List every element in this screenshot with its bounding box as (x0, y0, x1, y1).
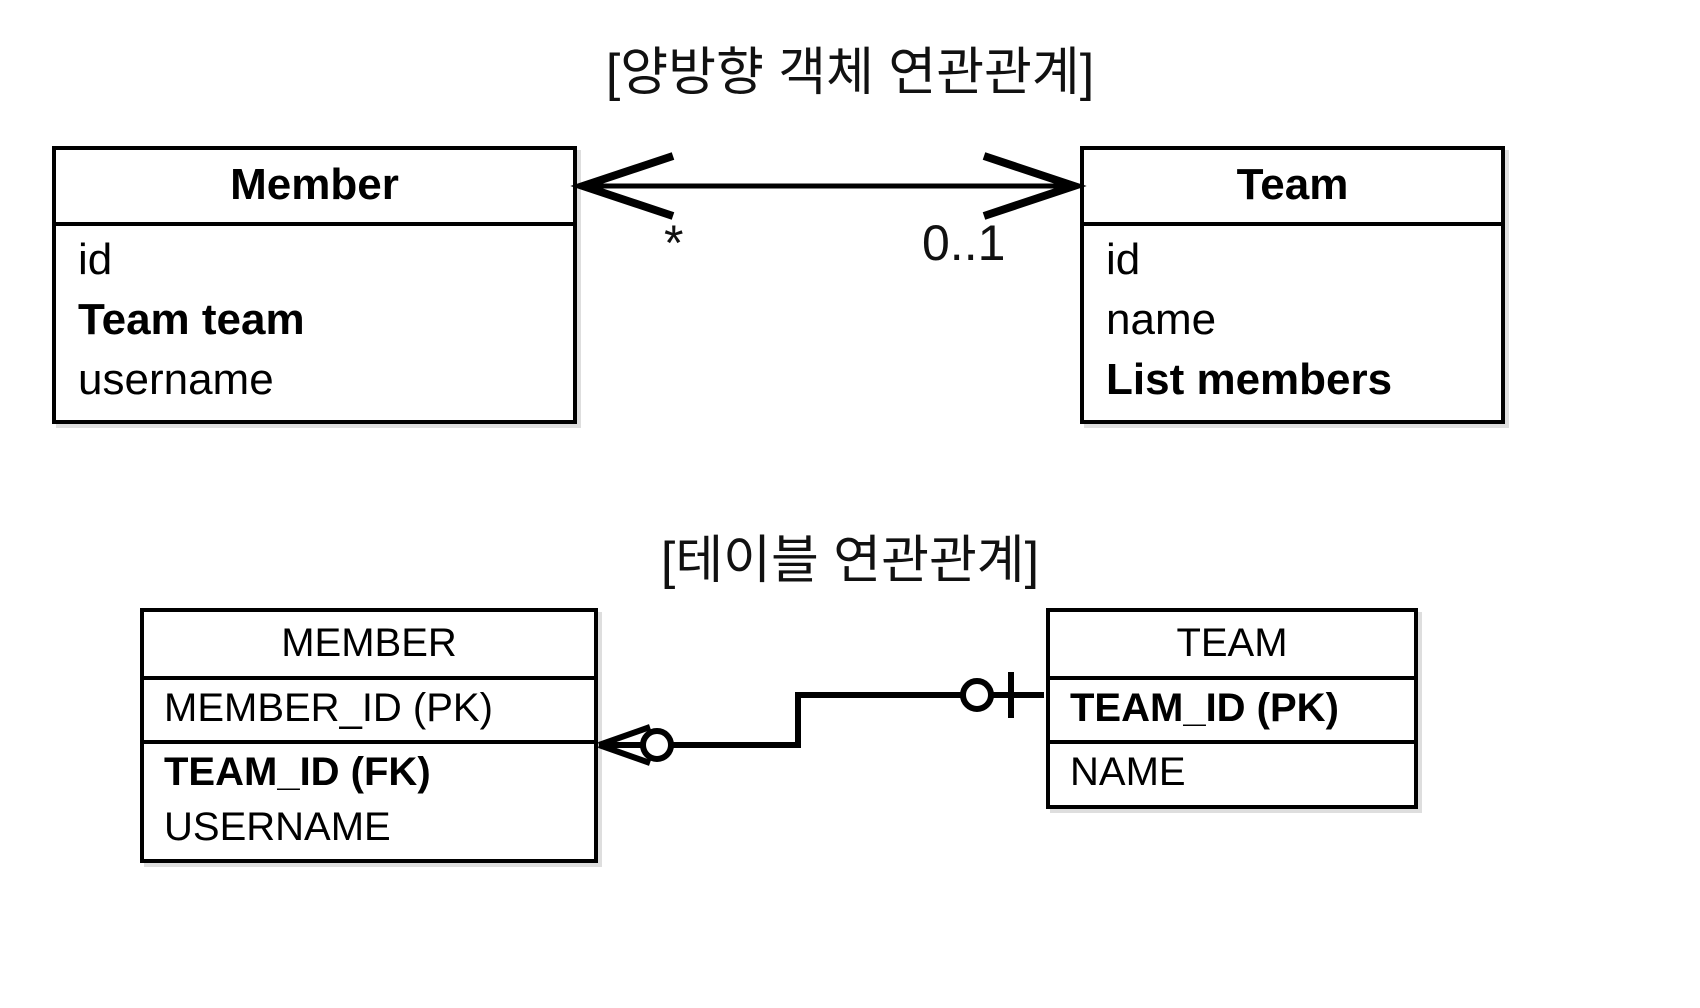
uml-attribute: Team team (78, 294, 305, 344)
multiplicity-team-side: 0..1 (922, 215, 1006, 271)
uml-attribute: id (78, 235, 113, 285)
uml-class-team-attributes: id name List members (1084, 226, 1501, 419)
table-relationship-title: [테이블 연관관계] (660, 532, 1040, 590)
crows-foot-optional-circle-team (960, 678, 994, 712)
multiplicity-member-side: * (664, 215, 684, 271)
er-table-member: MEMBER MEMBER_ID (PK) TEAM_ID (FK) USERN… (140, 608, 598, 864)
er-table-team-column-group: NAME (1050, 744, 1414, 804)
er-column: TEAM_ID (PK) (1070, 686, 1339, 730)
er-table-member-pk-group: MEMBER_ID (PK) (144, 680, 594, 745)
uml-class-team: Team id name List members (1080, 146, 1505, 424)
er-column: NAME (1070, 750, 1186, 795)
uml-class-member-name: Member (56, 150, 573, 227)
object-association-title: [양방향 객체 연관관계] (605, 44, 1095, 102)
er-column: MEMBER_ID (PK) (164, 686, 493, 730)
uml-attribute: List members (1106, 354, 1393, 404)
uml-attribute: name (1106, 294, 1217, 344)
uml-class-member-attributes: id Team team username (56, 226, 573, 419)
er-table-team-pk-group: TEAM_ID (PK) (1050, 680, 1414, 745)
er-table-team: TEAM TEAM_ID (PK) NAME (1046, 608, 1418, 809)
uml-attribute: username (78, 354, 274, 404)
er-table-member-name: MEMBER (144, 612, 594, 680)
uml-class-member: Member id Team team username (52, 146, 577, 424)
uml-class-team-name: Team (1084, 150, 1501, 227)
er-column: USERNAME (164, 804, 391, 849)
uml-attribute: id (1106, 235, 1141, 285)
er-table-member-column-group: TEAM_ID (FK) USERNAME (144, 744, 594, 859)
er-table-team-name: TEAM (1050, 612, 1414, 680)
er-column: TEAM_ID (FK) (164, 750, 431, 795)
crows-foot-optional-circle-member (640, 728, 674, 762)
crows-foot-many-member (598, 724, 651, 766)
